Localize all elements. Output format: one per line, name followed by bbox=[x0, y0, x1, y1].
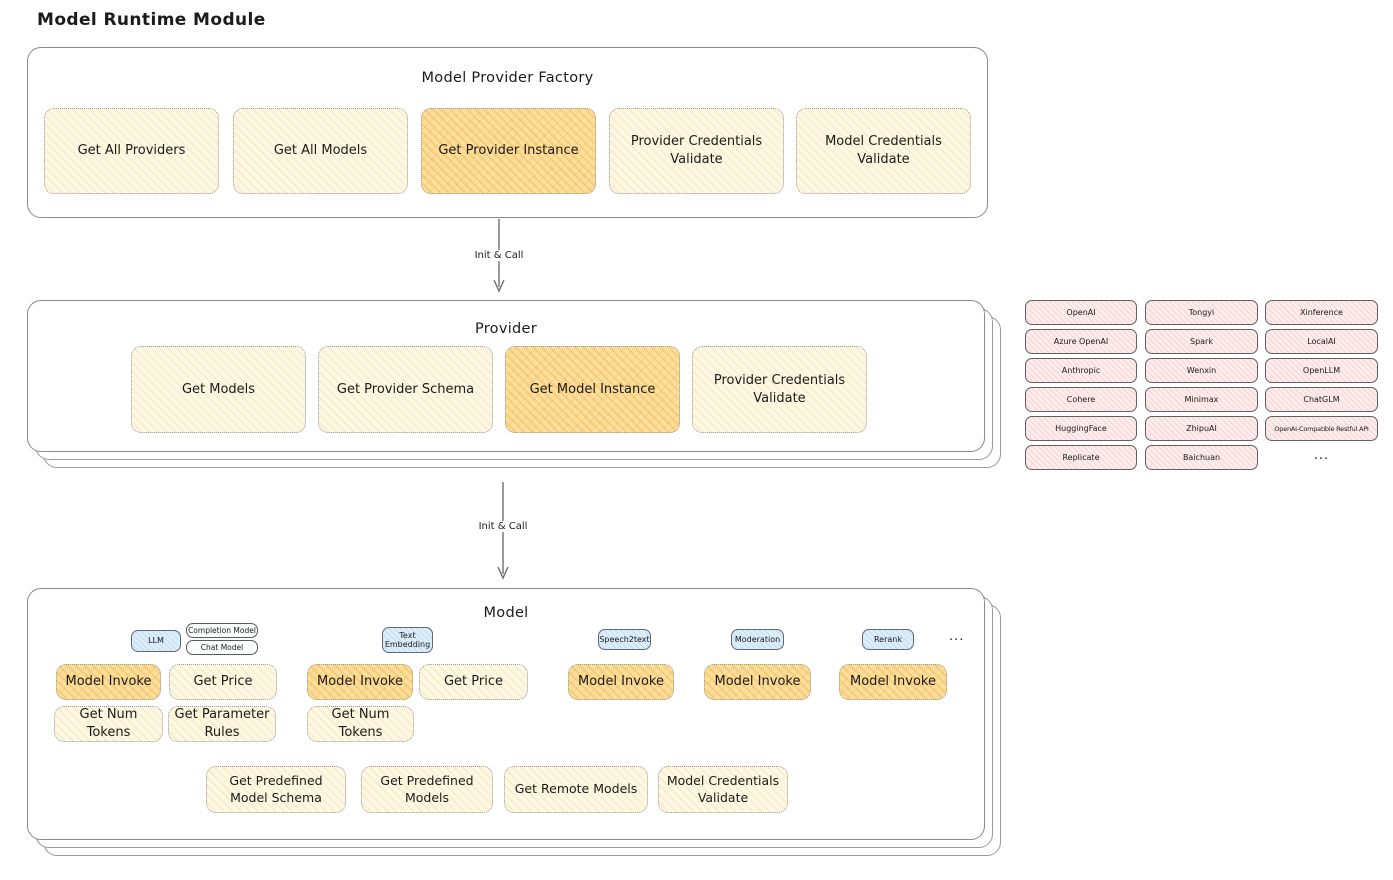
chip-speech2text: Speech2text bbox=[598, 629, 651, 650]
node-get-all-models: Get All Models bbox=[233, 108, 408, 194]
node-rerank-model-invoke: Model Invoke bbox=[839, 664, 947, 700]
chip-text-embedding: Text Embedding bbox=[382, 627, 433, 653]
node-model-credentials-validate-2: Model Credentials Validate bbox=[658, 766, 788, 813]
provider-chip-zhipuai: ZhipuAI bbox=[1145, 416, 1258, 441]
node-get-predefined-model-schema: Get Predefined Model Schema bbox=[206, 766, 346, 813]
providers-more-ellipsis: ... bbox=[1313, 448, 1330, 463]
chip-completion-model: Completion Model bbox=[186, 623, 258, 638]
arrow-down-icon-2 bbox=[497, 482, 509, 580]
provider-chip-spark: Spark bbox=[1145, 329, 1258, 354]
provider-chip-xinference: Xinference bbox=[1265, 300, 1378, 325]
chip-rerank: Rerank bbox=[862, 629, 914, 650]
provider-chip-anthropic: Anthropic bbox=[1025, 358, 1137, 383]
provider-chip-replicate: Replicate bbox=[1025, 445, 1137, 470]
chip-llm: LLM bbox=[131, 630, 181, 652]
provider-chip-azure-openai: Azure OpenAI bbox=[1025, 329, 1137, 354]
node-get-models: Get Models bbox=[131, 346, 306, 433]
provider-chip-minimax: Minimax bbox=[1145, 387, 1258, 412]
node-get-remote-models: Get Remote Models bbox=[504, 766, 648, 813]
provider-chip-cohere: Cohere bbox=[1025, 387, 1137, 412]
node-embedding-model-invoke: Model Invoke bbox=[307, 664, 413, 700]
model-title: Model bbox=[483, 605, 529, 621]
provider-chip-wenxin: Wenxin bbox=[1145, 358, 1258, 383]
node-embedding-get-num-tokens: Get Num Tokens bbox=[307, 706, 414, 742]
chip-moderation: Moderation bbox=[731, 629, 784, 650]
node-model-credentials-validate: Model Credentials Validate bbox=[796, 108, 971, 194]
chip-chat-model: Chat Model bbox=[186, 640, 258, 655]
arrow-label-init-call-2: Init & Call bbox=[470, 521, 536, 532]
node-llm-get-parameter-rules: Get Parameter Rules bbox=[168, 706, 276, 742]
model-box: Model LLM Completion Model Chat Model Te… bbox=[27, 588, 985, 840]
provider-chip-tongyi: Tongyi bbox=[1145, 300, 1258, 325]
provider-chip-baichuan: Baichuan bbox=[1145, 445, 1258, 470]
arrow-label-init-call-1: Init & Call bbox=[466, 250, 532, 261]
node-get-provider-instance: Get Provider Instance bbox=[421, 108, 596, 194]
node-get-predefined-models: Get Predefined Models bbox=[361, 766, 493, 813]
provider-box: Provider Get Models Get Provider Schema … bbox=[27, 300, 985, 452]
provider-title: Provider bbox=[474, 321, 538, 337]
node-moderation-model-invoke: Model Invoke bbox=[704, 664, 811, 700]
factory-title: Model Provider Factory bbox=[421, 70, 594, 86]
provider-chip-chatglm: ChatGLM bbox=[1265, 387, 1378, 412]
provider-chip-openllm: OpenLLM bbox=[1265, 358, 1378, 383]
providers-panel: OpenAI Azure OpenAI Anthropic Cohere Hug… bbox=[1025, 300, 1378, 475]
page-title: Model Runtime Module bbox=[37, 10, 266, 30]
node-llm-model-invoke: Model Invoke bbox=[56, 664, 161, 700]
node-get-all-providers: Get All Providers bbox=[44, 108, 219, 194]
provider-chip-openai-compatible: OpenAI-Compatible Restful API bbox=[1265, 416, 1378, 441]
provider-chip-openai: OpenAI bbox=[1025, 300, 1137, 325]
node-get-provider-schema: Get Provider Schema bbox=[318, 346, 493, 433]
node-provider-credentials-validate: Provider Credentials Validate bbox=[609, 108, 784, 194]
node-speech2text-model-invoke: Model Invoke bbox=[568, 664, 674, 700]
factory-box: Model Provider Factory Get All Providers… bbox=[27, 47, 988, 218]
node-llm-get-price: Get Price bbox=[169, 664, 277, 700]
node-get-model-instance: Get Model Instance bbox=[505, 346, 680, 433]
node-llm-get-num-tokens: Get Num Tokens bbox=[54, 706, 163, 742]
provider-chip-huggingface: HuggingFace bbox=[1025, 416, 1137, 441]
node-provider-credentials-validate-2: Provider Credentials Validate bbox=[692, 346, 867, 433]
provider-chip-localai: LocalAI bbox=[1265, 329, 1378, 354]
model-types-more-ellipsis: ... bbox=[949, 629, 965, 644]
node-embedding-get-price: Get Price bbox=[419, 664, 528, 700]
